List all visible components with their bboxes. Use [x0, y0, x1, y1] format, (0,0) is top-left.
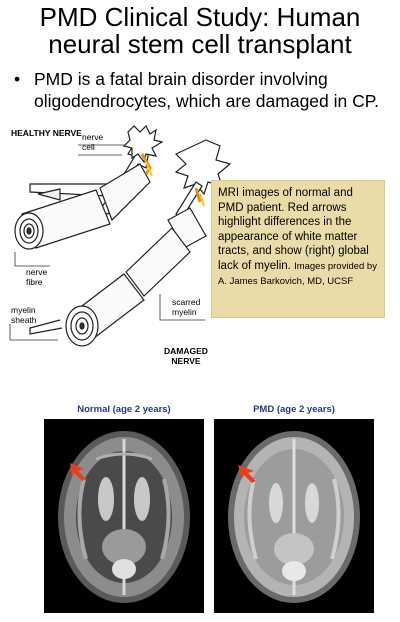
- mri-description-callout: MRI images of normal and PMD patient. Re…: [211, 180, 385, 318]
- red-arrow-icon: [238, 465, 256, 483]
- nerve-fibre-label: nerve fibre: [26, 267, 48, 287]
- red-arrow-icon: [70, 463, 86, 481]
- damaged-nerve-label: DAMAGED NERVE: [164, 346, 208, 366]
- bullet-text: PMD is a fatal brain disorder involving …: [34, 69, 380, 111]
- pmd-mri-image: [214, 419, 374, 613]
- myelin-sheath-label: myelin sheath: [11, 305, 37, 325]
- normal-mri-caption: Normal (age 2 years): [77, 404, 171, 415]
- scarred-myelin-label: scarred myelin: [172, 297, 201, 317]
- slide-title: PMD Clinical Study: Human neural stem ce…: [39, 2, 361, 59]
- pmd-mri-caption: PMD (age 2 years): [253, 404, 335, 415]
- nerve-illustration: [9, 124, 232, 347]
- image-credit: Images provided by A. James Barkovich, M…: [218, 260, 377, 288]
- damaged-nerve-drawing: [29, 139, 232, 347]
- normal-mri-image: [44, 419, 204, 613]
- bullet-symbol: •: [14, 69, 21, 89]
- healthy-nerve-drawing: [14, 124, 164, 250]
- nerve-cell-label: nerve cell: [82, 132, 104, 152]
- healthy-nerve-label: HEALTHY NERVE: [11, 128, 82, 138]
- callout-text: MRI images of normal and PMD patient. Re…: [218, 187, 369, 272]
- nerve-diagram: HEALTHY NERVE nerve cell nerve fibre mye…: [0, 124, 320, 396]
